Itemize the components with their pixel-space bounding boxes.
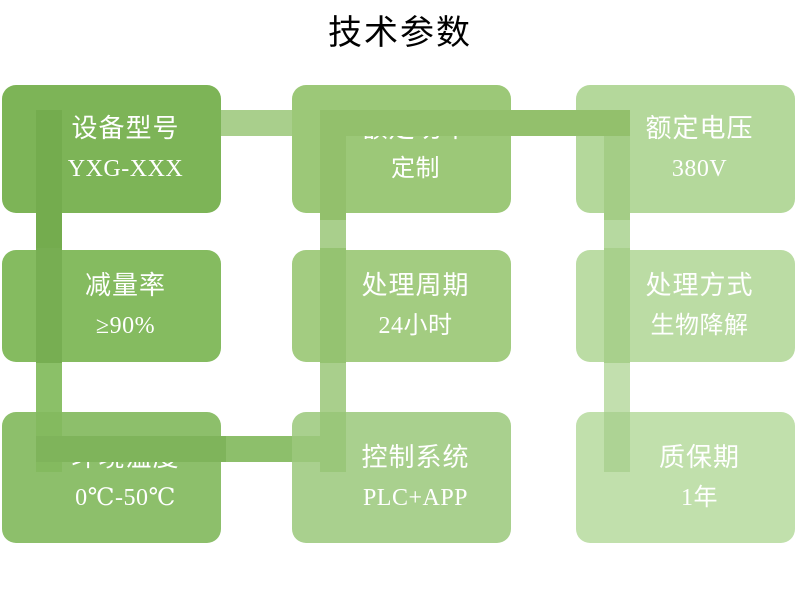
card-rated-voltage-value: 380V [671,156,728,182]
card-device-model-label: 设备型号 [71,114,180,143]
connector-col3-seg-card9 [604,412,630,472]
connector-col2-seg-gap23 [320,360,346,416]
card-rated-power-value: 定制 [390,156,440,182]
connector-row3-control-inner [292,436,346,462]
connector-col2-seg-card5 [320,248,346,363]
card-treatment-method-label: 处理方式 [645,271,754,300]
card-control-system-value: PLC+APP [362,484,469,511]
card-device-model[interactable]: 设备型号 YXG-XXX [2,85,221,213]
connector-col3-seg-gap23 [604,360,630,416]
card-control-system-text: 控制系统 PLC+APP [361,441,469,515]
card-warranty-period-value: 1年 [680,484,718,511]
card-reduction-rate-label: 减量率 [84,271,166,300]
connector-col3-seg-card6 [604,248,630,363]
page-title: 技术参数 [328,15,472,52]
card-treatment-method-value: 生物降解 [650,313,749,339]
connector-row1-power-to-voltage [320,110,630,136]
connector-col1-seg-gap23 [36,360,62,416]
card-reduction-rate-value: ≥90% [95,313,156,339]
connector-row3-temp-to-control [36,436,226,462]
card-control-system[interactable]: 控制系统 PLC+APP [292,412,511,543]
card-treatment-cycle-label: 处理周期 [361,271,470,300]
card-device-model-value: YXG-XXX [67,156,184,182]
connector-row3-right-stub [221,436,293,462]
card-ambient-temperature[interactable]: 环境温度 0℃-50℃ [2,412,221,543]
card-rated-voltage-text: 额定电压 380V [645,112,753,186]
connector-col1-seg-card4 [36,248,62,363]
card-treatment-cycle-value: 24小时 [378,313,453,339]
card-ambient-temperature-value: 0℃-50℃ [75,484,176,511]
connector-col1-seg-card1 [36,110,62,220]
card-treatment-method-text: 处理方式 生物降解 [645,269,753,343]
card-treatment-cycle-text: 处理周期 24小时 [361,269,469,343]
card-reduction-rate-text: 减量率 ≥90% [85,269,166,343]
card-warranty-period-label: 质保期 [658,442,740,472]
card-warranty-period-text: 质保期 1年 [659,441,740,515]
card-control-system-label: 控制系统 [361,442,470,472]
card-device-model-text: 设备型号 YXG-XXX [68,112,183,186]
card-reduction-rate[interactable]: 减量率 ≥90% [2,250,221,362]
card-rated-voltage-label: 额定电压 [645,114,754,143]
